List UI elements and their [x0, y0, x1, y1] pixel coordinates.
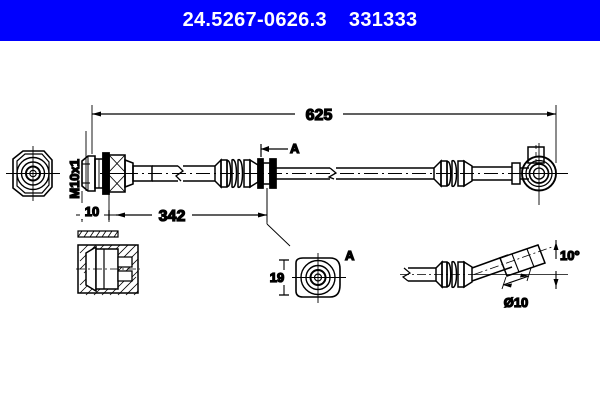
technical-drawing: 625 M10x1 10 [0, 41, 600, 400]
dim-10-text: 10 [85, 204, 99, 219]
dim-625-text: 625 [306, 107, 333, 124]
section-a-a-view: 19 A [268, 247, 356, 303]
dimension-thread-spec: M10x1 [66, 131, 90, 199]
crimp-ferrule-1 [214, 158, 259, 189]
crimp-ferrule-2 [433, 159, 521, 188]
dim-19-text: 19 [270, 270, 284, 285]
left-fitting [81, 152, 153, 195]
dim-m10x1-text: M10x1 [67, 159, 82, 199]
hose-clamp-section-a [257, 144, 291, 247]
header-text: 24.5267-0626.3 331333 [183, 9, 418, 32]
dimension-thread-offset: 10 [76, 191, 116, 222]
dim-diameter-text: Ø10 [504, 295, 529, 310]
dimension-length-to-clamp: 342 [116, 188, 268, 226]
hose-right-segment [276, 167, 434, 180]
header-bar: 24.5267-0626.3 331333 [0, 0, 600, 41]
reference-number: 331333 [348, 9, 418, 31]
dimension-overall-length: 625 [91, 103, 557, 163]
cross-section-detail [76, 230, 140, 296]
part-number: 24.5267-0626.3 [182, 9, 327, 31]
section-marker-a-top: A [290, 141, 300, 156]
left-end-view [6, 146, 60, 201]
bent-end-detail: 10° Ø10 [400, 240, 580, 311]
hose-left-segment [152, 165, 215, 182]
section-label-a: A [345, 248, 355, 263]
dim-angle-text: 10° [560, 248, 580, 263]
drawing-canvas: 625 M10x1 10 [6, 103, 580, 311]
dim-342-text: 342 [159, 208, 186, 225]
